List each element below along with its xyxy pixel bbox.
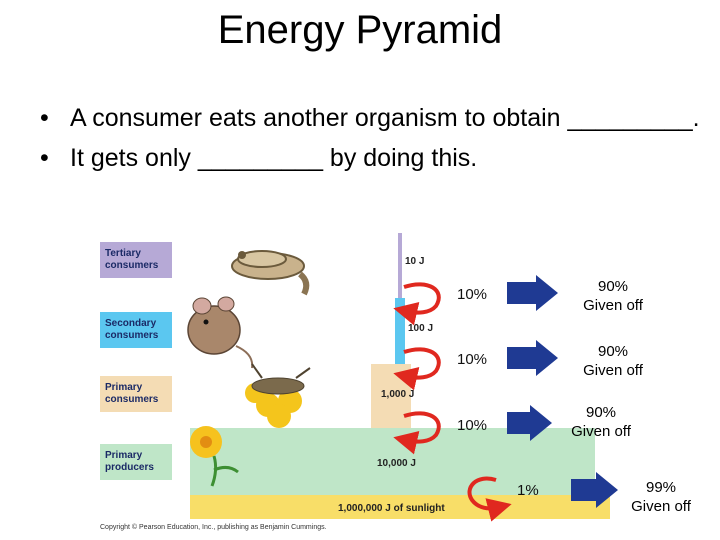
given-off-value: 90% [585,404,617,421]
given-off-value: 99% [645,479,677,496]
label-line: consumers [105,330,159,341]
given-off-value: 90% [597,343,629,360]
transfer-percent: 10% [457,417,488,434]
given-off-value: 90% [597,278,629,295]
block-arrow-icon [571,472,618,508]
sunlight-bar [190,495,610,519]
transfer-percent: 10% [457,286,488,303]
bullet-text: A consumer eats another organism to obta… [70,104,700,132]
mouse-image [187,296,254,369]
bullet-dot: • [40,104,49,132]
label-primary-consumers: Primary consumers [100,376,172,412]
given-off-label: 90% Given off [558,277,668,315]
energy-tertiary: 10 J [405,256,425,267]
given-off-label: 90% Given off [558,342,668,380]
energy-sunlight: 1,000,000 J of sunlight [338,503,445,514]
energy-primary: 1,000 J [381,389,415,400]
given-off-text: Given off [571,423,631,440]
label-line: consumers [105,394,159,405]
energy-producers: 10,000 J [377,458,416,469]
label-line: producers [105,462,154,473]
bullet-item: • It gets only _________ by doing this. [40,140,700,176]
label-line: Primary [105,450,143,461]
label-line: Secondary [105,318,157,329]
given-off-text: Given off [583,297,643,314]
slide-title: Energy Pyramid [217,8,503,52]
given-off-label: 90% Given off [546,403,656,441]
transfer-percent: 1% [517,482,539,499]
curved-arrow-icon [393,347,441,391]
energy-secondary: 100 J [408,323,434,334]
block-arrow-icon [507,275,558,311]
curved-arrow-icon [393,411,441,455]
bullet-text: It gets only _________ by doing this. [70,144,478,172]
label-secondary-consumers: Secondary consumers [100,312,172,348]
transfer-percent: 10% [457,351,488,368]
flower-image [190,426,239,487]
label-line: Primary [105,382,143,393]
bullet-list: • A consumer eats another organism to ob… [40,100,700,176]
label-line: consumers [105,260,159,271]
label-primary-producers: Primary producers [100,444,172,480]
label-tertiary-consumers: Tertiary consumers [100,242,172,278]
curved-arrow-icon [467,476,512,522]
given-off-text: Given off [631,498,691,515]
block-arrow-icon [507,405,552,441]
bullet-dot: • [40,144,49,172]
copyright-text: Copyright © Pearson Education, Inc., pub… [100,524,327,531]
given-off-label: 99% Given off [606,478,716,516]
producers-bar [190,428,595,495]
label-line: Tertiary [105,248,141,259]
grasshopper-image [245,363,311,428]
snake-image [231,250,310,296]
secondary-consumers-bar [395,298,405,364]
given-off-text: Given off [583,362,643,379]
tertiary-consumers-bar [398,233,402,298]
curved-arrow-icon [393,282,441,326]
block-arrow-icon [507,340,558,376]
bullet-item: • A consumer eats another organism to ob… [40,100,700,136]
